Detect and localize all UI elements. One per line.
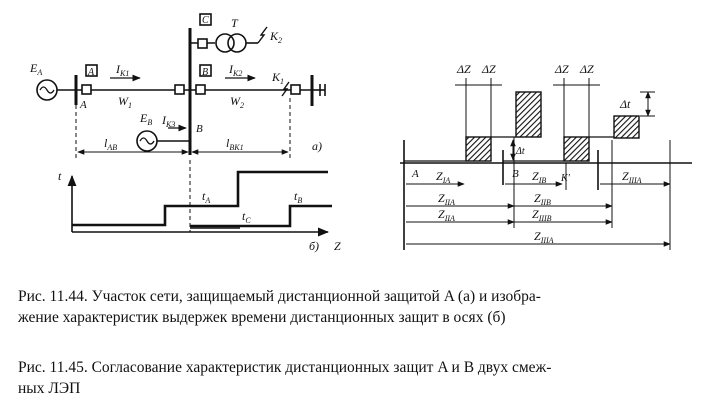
fig44-time-chart (67, 160, 332, 237)
z-axis-label: Z (334, 239, 341, 253)
zone-iia-hatch (515, 91, 542, 138)
relay-a-box (85, 64, 98, 77)
dt-label-top: Δt (619, 97, 631, 111)
z-ia-label: ZIA (436, 169, 450, 185)
fig45-labels: ΔZ ΔZ ΔZ ΔZ Δt Δt A B K' ZIA ZIB ZIIIA Z… (411, 62, 642, 245)
zone-ia-hatch (465, 136, 492, 162)
panel-b-label: б) (309, 239, 319, 253)
relay-c-label: C (202, 15, 209, 26)
relay-b-label: B (202, 67, 208, 78)
caption-fig-11-44: Рис. 11.44. Участок сети, защищаемый дис… (18, 286, 541, 328)
breaker-b1-icon (174, 84, 185, 95)
caption-fig-11-44-line1: Рис. 11.44. Участок сети, защищаемый дис… (18, 288, 541, 305)
zone-iib-hatch (613, 115, 640, 139)
k-prime-label: K' (560, 173, 571, 184)
node-b-label: B (196, 123, 203, 135)
fault-k1-label: K1 (271, 70, 284, 86)
t-axis-label: t (58, 169, 62, 183)
breaker-k1-icon (290, 84, 301, 95)
ik1-label: IK1 (115, 62, 129, 78)
z-ib-label: ZIB (532, 169, 546, 185)
w2-label: W2 (230, 94, 244, 110)
characteristic-a (72, 170, 328, 227)
dt-label-low: Δt (515, 146, 525, 157)
z-iia-label: ZIIA (438, 191, 455, 207)
w1-label: W1 (118, 94, 132, 110)
label-b: B (512, 168, 519, 180)
label-a: A (411, 168, 419, 180)
breaker-b2-icon (195, 84, 206, 95)
z-iiia-label: ZIIIA (534, 229, 554, 245)
characteristic-b (190, 204, 332, 228)
zone-ib-hatch (563, 136, 590, 162)
z-iia2-label: ZIIA (438, 207, 455, 223)
breaker-c-icon (197, 38, 208, 49)
relay-b-box (199, 64, 212, 77)
dz-label-1: ΔZ (456, 62, 471, 76)
fig44-network-labels: EA A A IK1 W1 C T K2 B IK2 W2 K1 EB IK3 … (29, 15, 322, 153)
node-a-label: A (79, 99, 87, 111)
t-b-label: tB (294, 189, 302, 205)
lab-label: lAB (104, 136, 117, 152)
caption-fig-11-45-line1: Рис. 11.45. Согласование характеристик д… (18, 359, 552, 376)
panel-a-label: а) (312, 139, 322, 153)
dz-label-2: ΔZ (481, 62, 496, 76)
caption-fig-11-44-line2: жение характеристик выдержек времени дис… (18, 309, 506, 326)
caption-fig-11-45: Рис. 11.45. Согласование характеристик д… (18, 357, 551, 399)
transformer-icon (215, 33, 235, 53)
caption-fig-11-45-line2: ных ЛЭП (18, 380, 81, 397)
fault-k2-top-label: K2 (269, 29, 282, 45)
source-a-label: EA (29, 61, 42, 77)
ik3-label: IK3 (161, 113, 175, 129)
t-a-label: tA (202, 189, 210, 205)
relay-c-box (199, 13, 212, 26)
ik2-label: IK2 (228, 62, 242, 78)
fig44-time-chart-labels: t tA tC tB б) Z (58, 169, 341, 253)
t-c-label: tC (242, 209, 251, 225)
source-b-label: EB (139, 111, 152, 127)
fig45-diagram (400, 78, 692, 250)
dz-label-4: ΔZ (579, 62, 594, 76)
fig44-network (36, 13, 326, 160)
transformer-label: T (231, 16, 239, 30)
z-iib-label: ZIIB (534, 191, 551, 207)
z-iiia-top-label: ZIIIA (622, 169, 642, 185)
fault-k2-top-icon (257, 26, 268, 44)
lbk1-label: lBK1 (226, 136, 244, 152)
breaker-a-icon (81, 84, 92, 95)
relay-a-label: A (87, 67, 95, 78)
dz-label-3: ΔZ (554, 62, 569, 76)
fault-k1-icon (281, 81, 290, 97)
z-iiib-label: ZIIIB (532, 207, 552, 223)
